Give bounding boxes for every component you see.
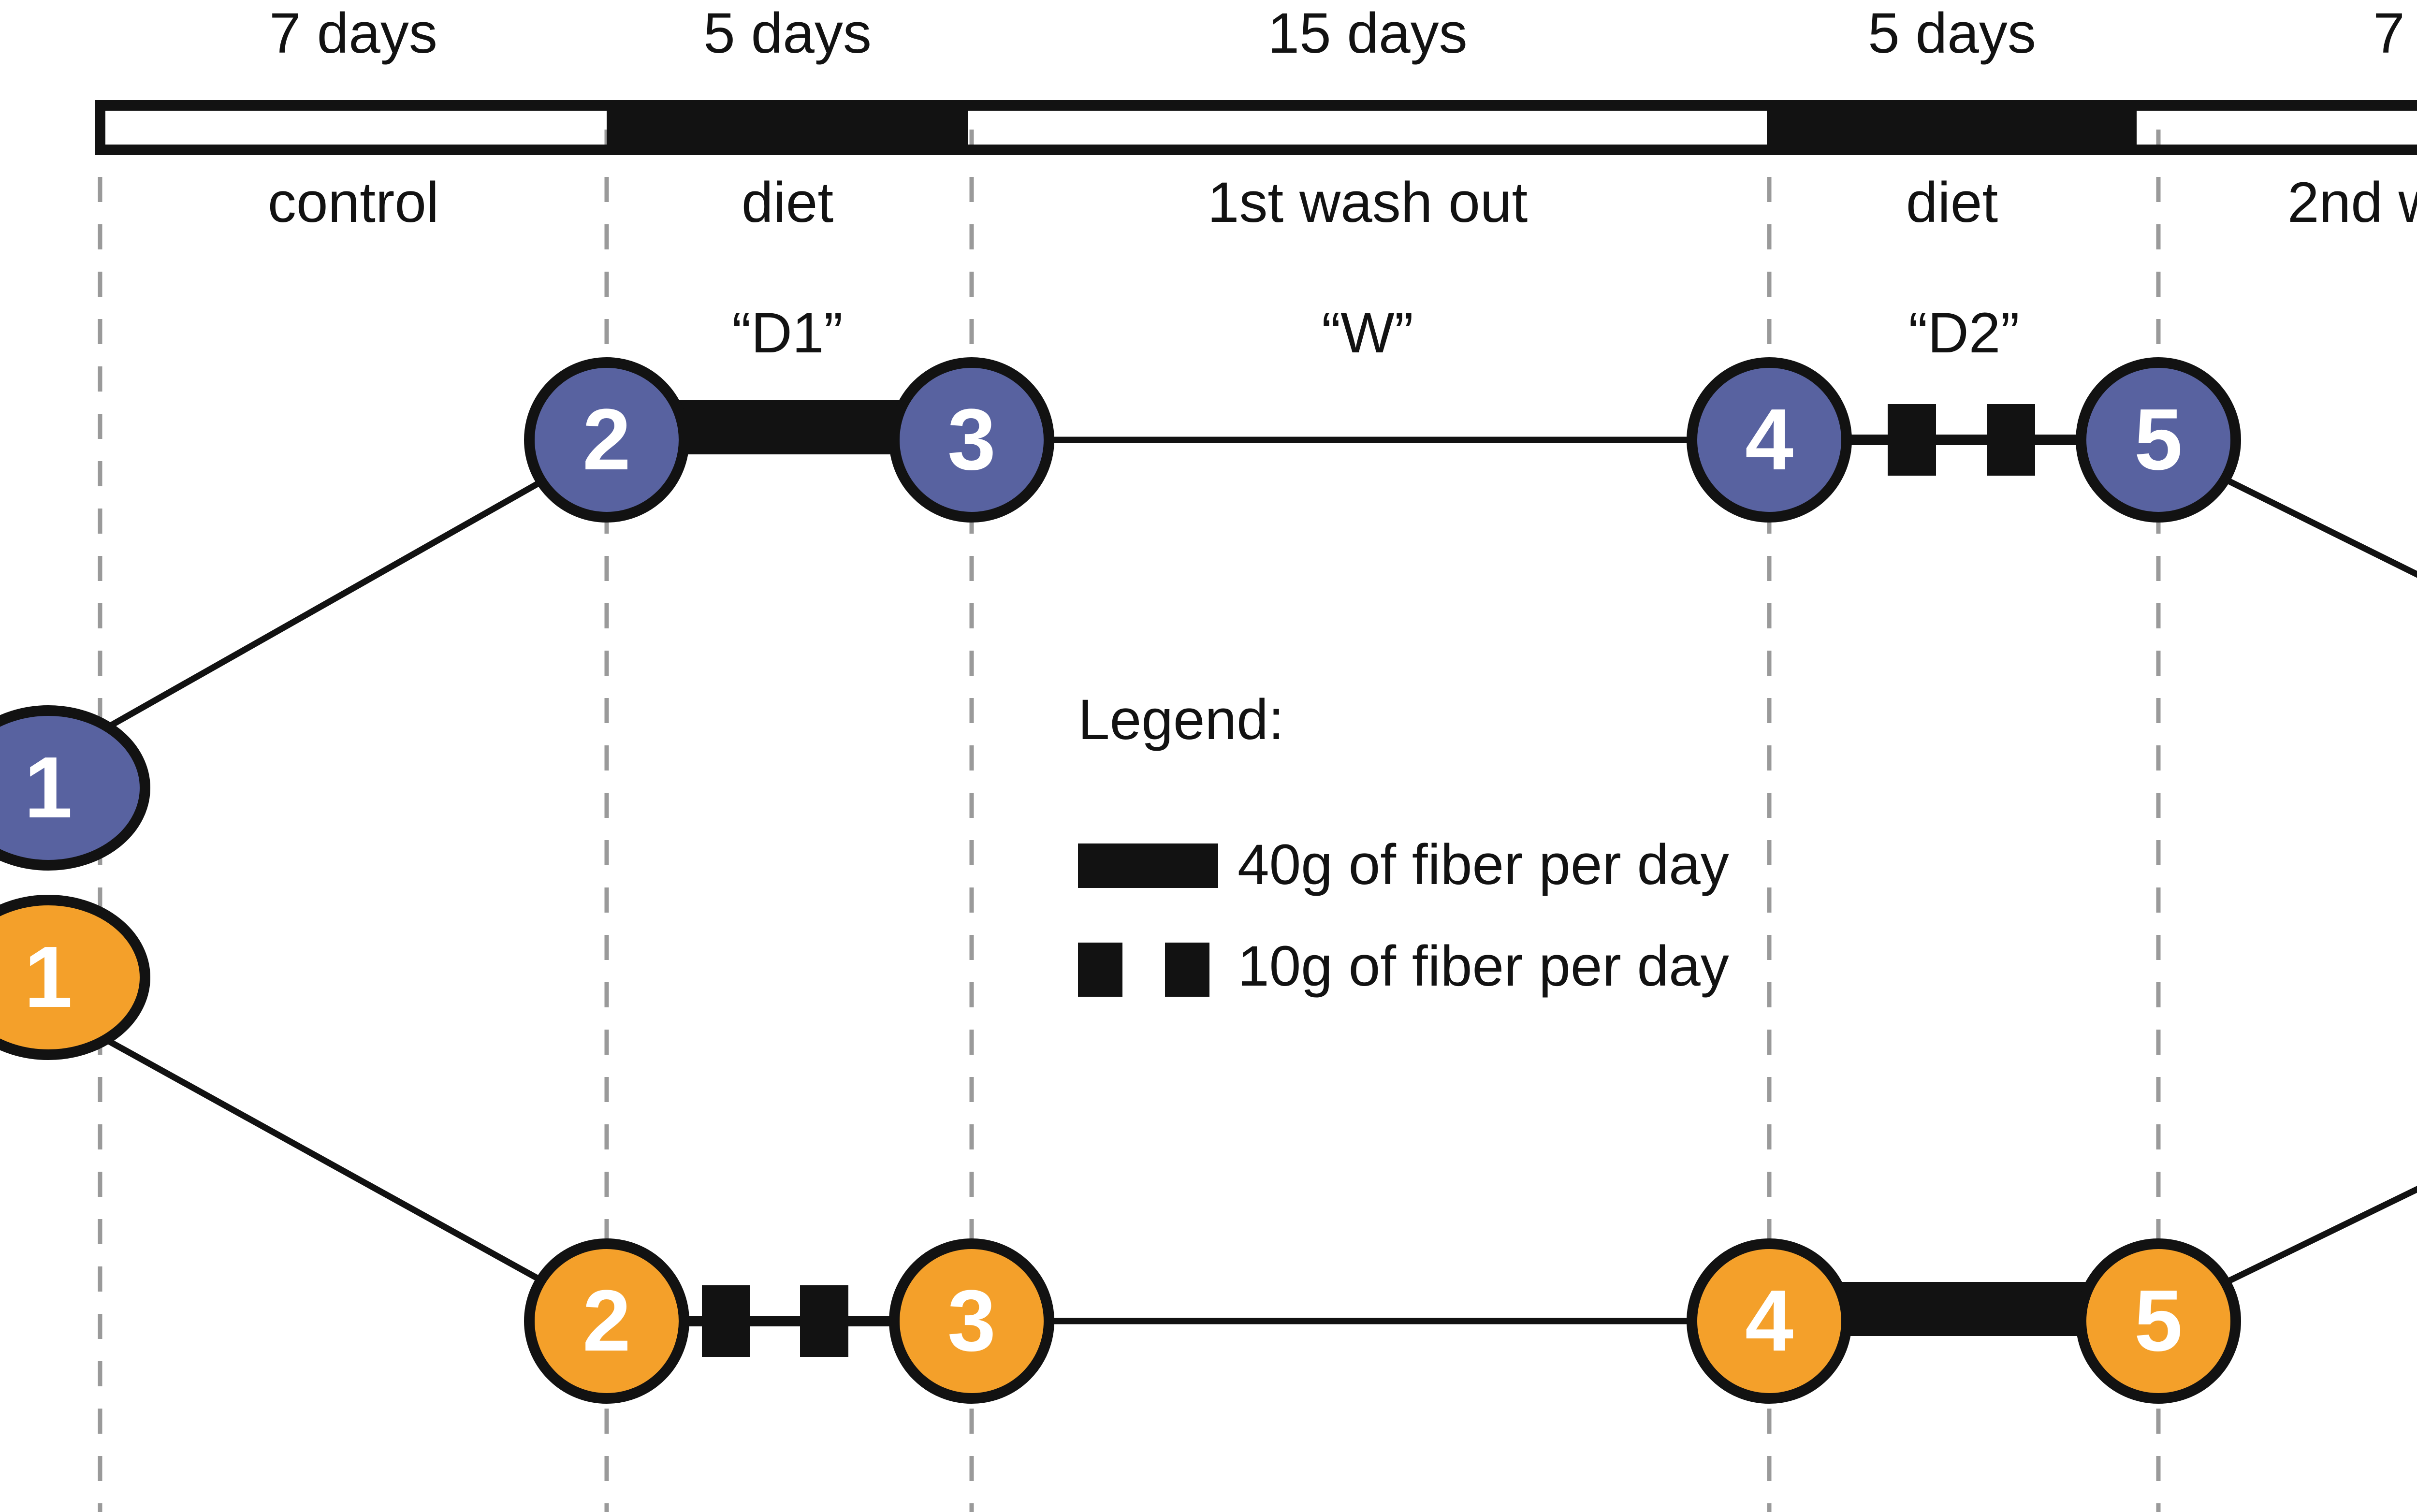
period-code-w: “W” [1322,301,1413,365]
node-orange-1 [0,895,150,1060]
phase-label-control: control [267,171,439,234]
legend-swatch-40g [1078,843,1218,888]
timeline-bar-outline [95,100,2417,155]
node-orange-4 [1687,1238,1852,1404]
legend-item-10g-label: 10g of fiber per day [1238,934,1729,998]
legend-swatches [1078,843,1218,997]
node-blue-1 [0,705,150,871]
node-orange-5 [2076,1238,2241,1404]
node-blue-4 [1687,357,1852,523]
node-blue-2 [524,357,689,523]
duration-label-1: 7 days [269,1,437,65]
legend-swatch-10g-dash-1 [1078,943,1122,997]
duration-label-5: 7 days [2373,1,2417,65]
link-orange-5-6 [2217,1186,2417,1289]
timeline-bar [95,100,2417,155]
link-blue-4-5-dash-2 [1987,404,2035,476]
period-code-d1: “D1” [732,301,843,365]
period-code-d2: “D2” [1908,301,2020,365]
nodes-arm-blue[interactable] [0,357,2417,871]
legend-swatch-10g-dash-2 [1165,943,1209,997]
nodes-arm-orange[interactable] [0,895,2417,1404]
phase-label-diet-2: diet [1906,171,1998,234]
phase-label-diet-1: diet [741,171,834,234]
duration-label-3: 15 days [1267,1,1468,65]
link-blue-1-2 [75,473,553,747]
duration-label-2: 5 days [703,1,872,65]
node-orange-2 [524,1238,689,1404]
timeline-segment-diet-2 [1767,105,2137,150]
link-blue-5-6 [2217,473,2417,578]
link-blue-4-5-dash-1 [1888,404,1936,476]
link-orange-2-3-dash-2 [800,1285,848,1357]
duration-label-4: 5 days [1868,1,2036,65]
node-orange-3 [889,1238,1054,1404]
phase-label-1st-washout: 1st wash out [1207,171,1528,234]
legend-item-40g-label: 40g of fiber per day [1238,833,1729,897]
link-orange-2-3-dash-1 [702,1285,750,1357]
node-blue-5 [2076,357,2241,523]
legend-title: Legend: [1078,688,1284,752]
node-blue-3 [889,357,1054,523]
timeline-segment-diet-1 [607,105,968,150]
phase-label-2nd-washout: 2nd wash out [2287,171,2417,234]
link-orange-1-2 [75,1021,553,1289]
links-arm-orange [75,1021,2417,1357]
